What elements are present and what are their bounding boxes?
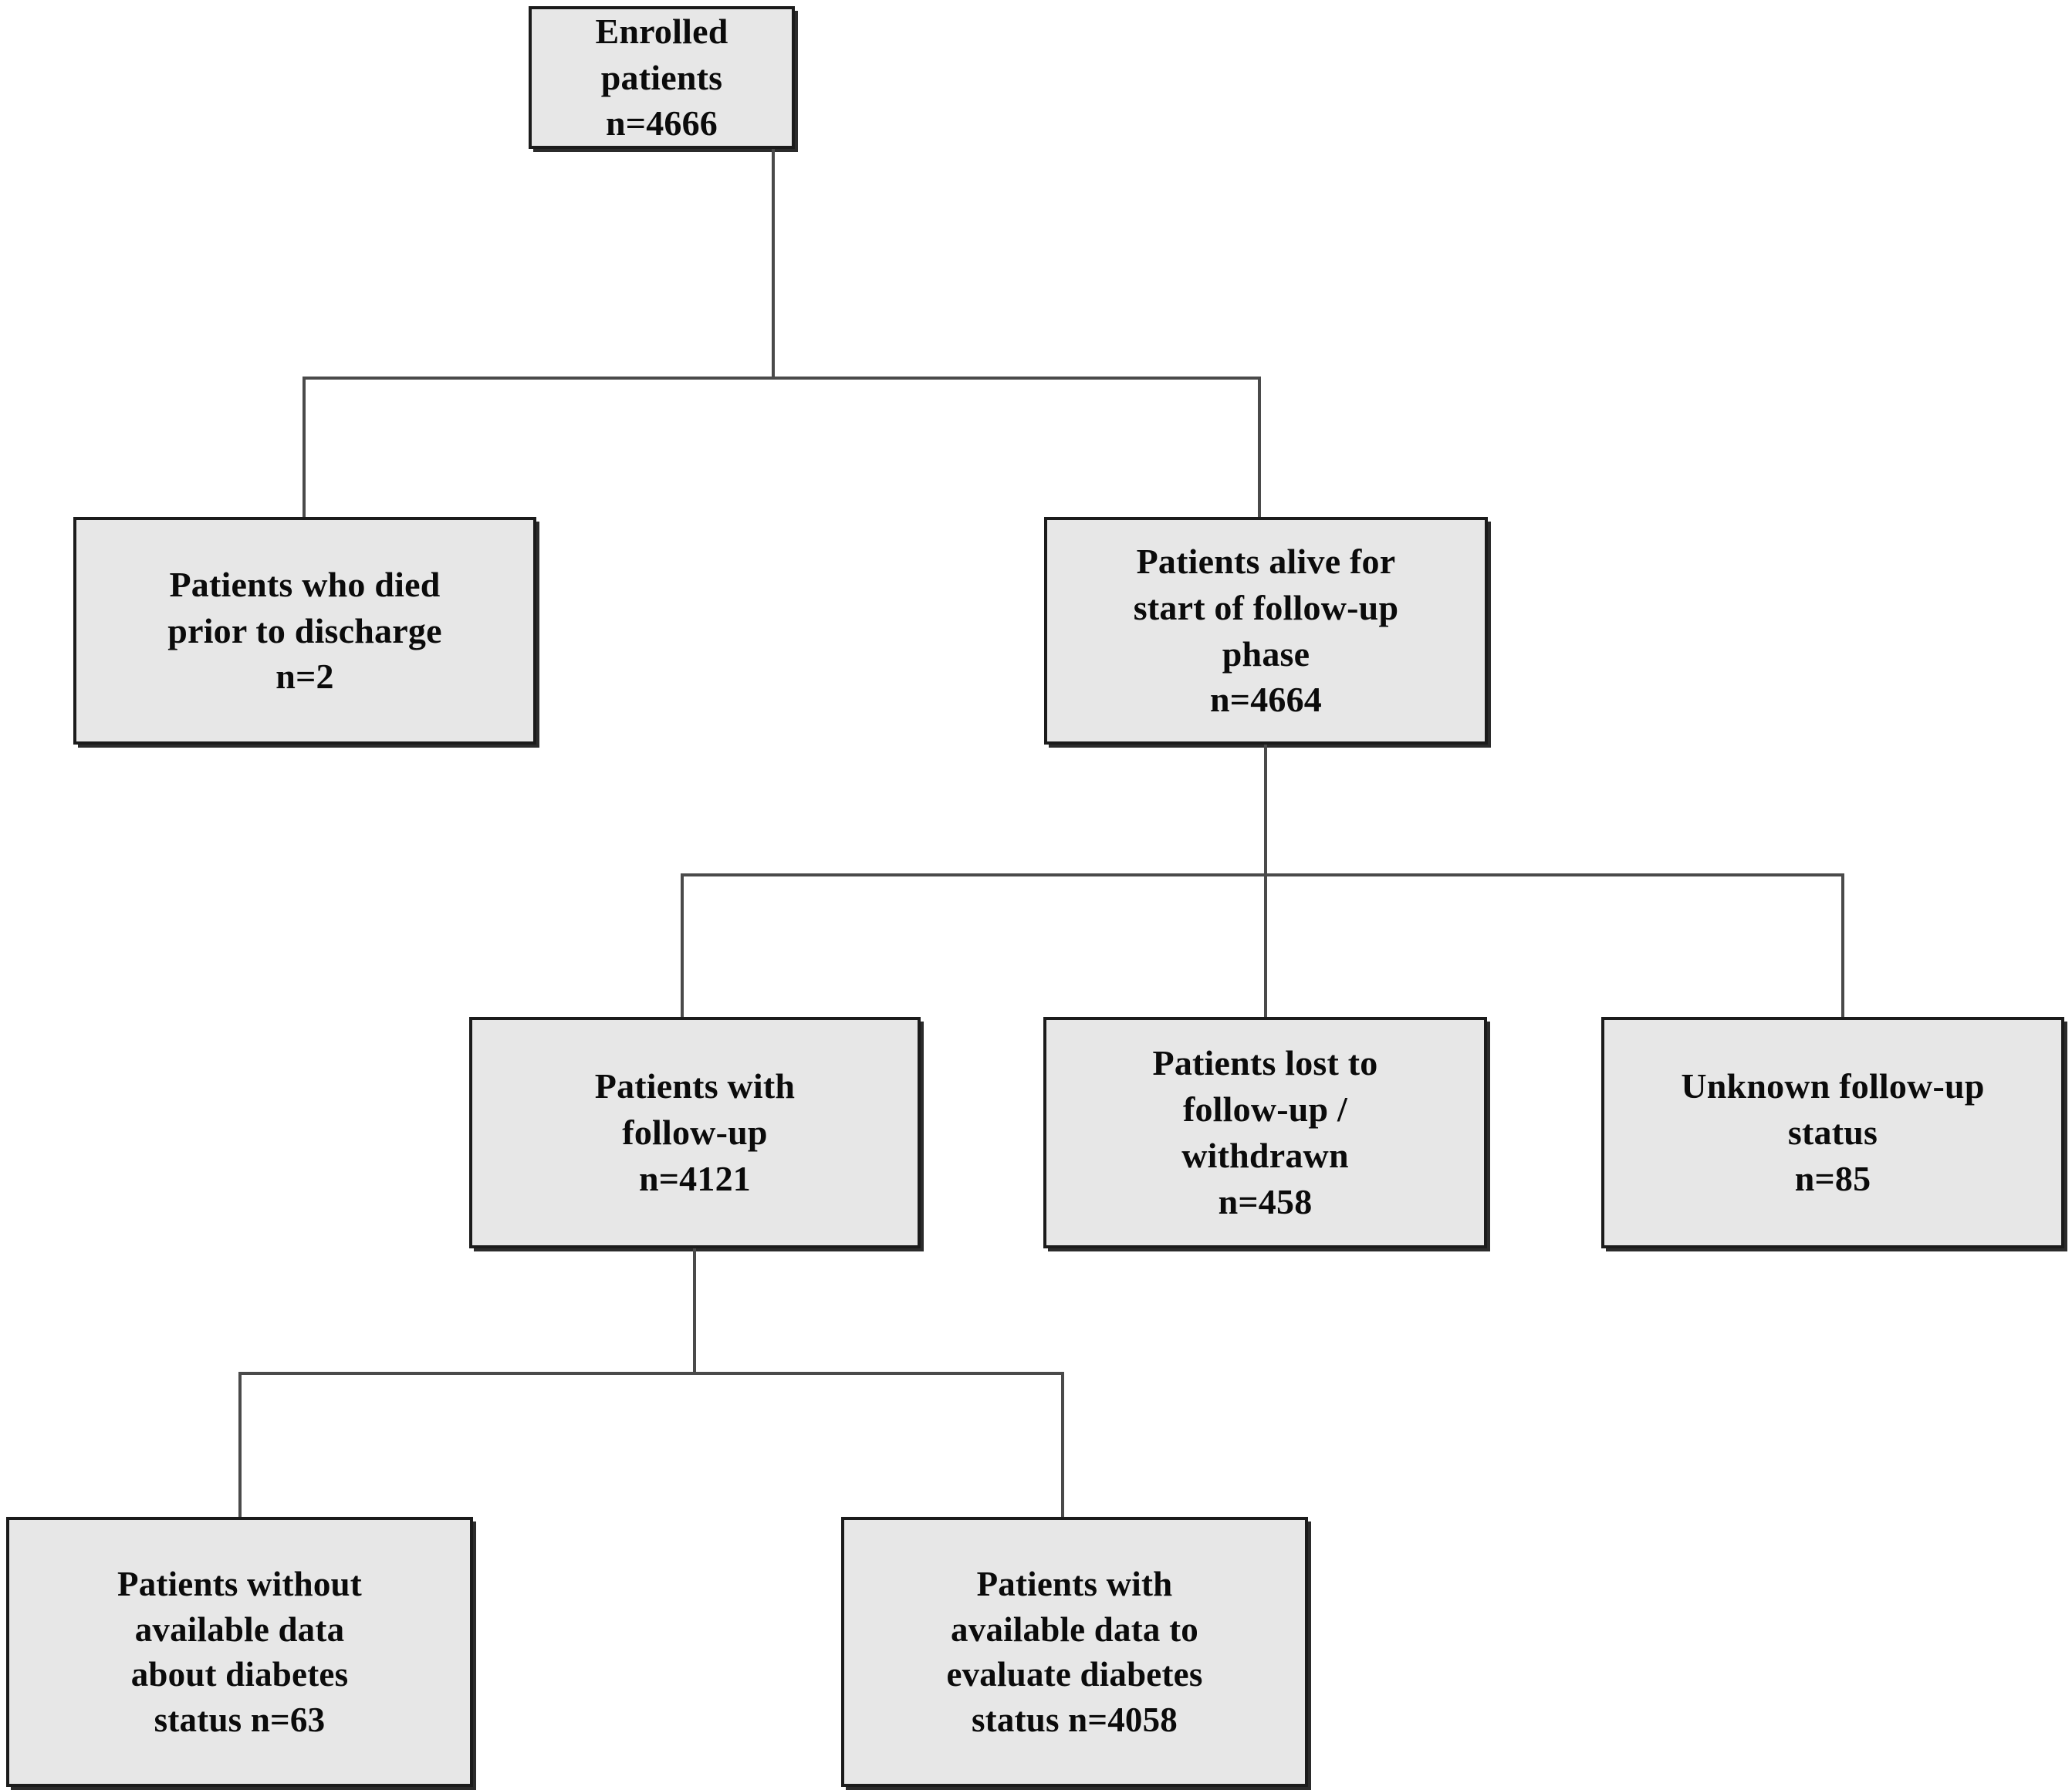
connector-level1-bar — [303, 377, 1261, 380]
connector-to-with-followup — [681, 873, 684, 1020]
connector-level2-bar — [681, 873, 1843, 876]
connector-to-has-diabetes-data — [1061, 1372, 1064, 1520]
connector-to-lost-withdrawn — [1264, 873, 1267, 1020]
node-alive-for-followup: Patients alive for start of follow-up ph… — [1044, 517, 1488, 745]
connector-to-no-diabetes-data — [238, 1372, 242, 1520]
connector-with-followup-stem — [693, 1248, 696, 1373]
connector-enrolled-stem — [772, 149, 775, 378]
connector-level3-bar — [238, 1372, 1064, 1375]
connector-to-alive — [1258, 377, 1261, 519]
node-alive-for-followup-label: Patients alive for start of follow-up ph… — [1133, 541, 1399, 720]
node-with-followup: Patients with follow-up n=4121 — [469, 1017, 921, 1248]
node-enrolled-label: Enrolled patients n=4666 — [595, 11, 728, 144]
node-has-diabetes-data-label: Patients with available data to evaluate… — [946, 1565, 1203, 1739]
node-enrolled: Enrolled patients n=4666 — [529, 6, 795, 149]
node-unknown-status: Unknown follow-up status n=85 — [1601, 1017, 2064, 1248]
node-lost-withdrawn: Patients lost to follow-up / withdrawn n… — [1043, 1017, 1487, 1248]
node-no-diabetes-data: Patients without available data about di… — [6, 1517, 473, 1787]
node-no-diabetes-data-label: Patients without available data about di… — [117, 1565, 362, 1739]
node-died-before-discharge-label: Patients who died prior to discharge n=2 — [167, 564, 442, 697]
node-lost-withdrawn-label: Patients lost to follow-up / withdrawn n… — [1152, 1043, 1378, 1221]
connector-to-died — [303, 377, 306, 519]
node-died-before-discharge: Patients who died prior to discharge n=2 — [73, 517, 536, 745]
node-with-followup-label: Patients with follow-up n=4121 — [594, 1066, 796, 1198]
connector-to-unknown-status — [1841, 873, 1844, 1020]
node-has-diabetes-data: Patients with available data to evaluate… — [841, 1517, 1308, 1787]
connector-alive-stem — [1264, 745, 1267, 875]
node-unknown-status-label: Unknown follow-up status n=85 — [1681, 1066, 1985, 1198]
